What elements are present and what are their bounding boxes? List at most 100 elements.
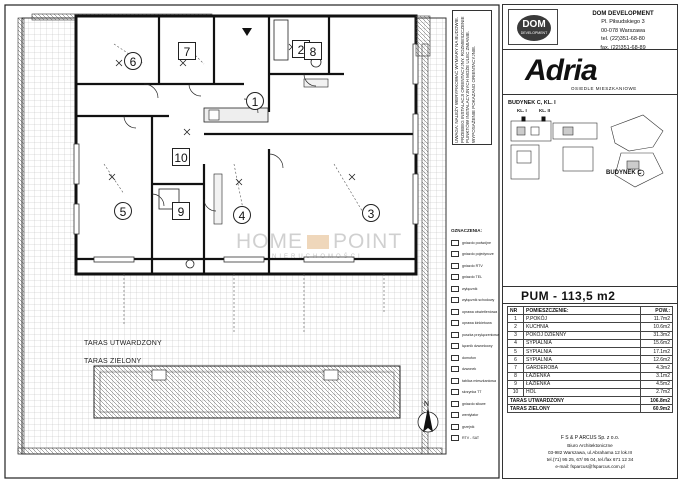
room-name: KUCHNIA: [523, 322, 641, 332]
legend-item: tablica mieszkaniowa: [451, 375, 505, 387]
upper-balcony: [415, 15, 431, 57]
architect-name: F S & P ARCUS Sp. z o.o.: [560, 435, 620, 441]
legend-title: OZNACZENIA:: [451, 228, 482, 233]
architect-tel: tel.(71) 95 25, 67/ 95 04, tel./fax 671 …: [546, 457, 634, 462]
terrace-area: 106.8m2: [640, 396, 673, 406]
kitchen-sink: [208, 109, 220, 121]
developer-tel: tel. (22)351-68-80: [601, 36, 645, 43]
architect-address: 03-982 Warszawa, ul.Abrahama 12 lok.III: [547, 450, 633, 455]
project-name: Adria: [525, 54, 598, 87]
legend-symbol-icon: [451, 308, 459, 315]
room-marker-10: 10: [172, 148, 190, 166]
logo-text: DOM: [522, 19, 546, 30]
legend-text: grzejnik: [462, 424, 475, 429]
parapet-left: [17, 17, 25, 455]
room-marker-3: 3: [362, 204, 380, 222]
notes-strip: UWAGA: NALEŻY WERYFIKOWAĆ WYMIARY NA BUD…: [452, 10, 492, 145]
legend-text: puszka przyłączeniowa: [462, 332, 499, 337]
legend-symbol-icon: [451, 435, 459, 442]
legend-text: gniazdo RTV: [462, 263, 483, 268]
legend-text: gniazdo siłowe: [462, 401, 486, 406]
legend-symbol-icon: [451, 285, 459, 292]
wc-bowl-2: [185, 259, 195, 269]
room-nr: 7: [507, 363, 524, 373]
architect-email: e-mail: fsparcus@fsparcus.com.pl: [555, 464, 625, 469]
legend-item: wentylator: [451, 410, 505, 422]
sheet-frame: [4, 4, 500, 479]
room-area: 3.1m2: [640, 371, 673, 381]
room-name: SYPIALNIA: [523, 338, 641, 348]
header-room: POMIESZCZENIE:: [523, 305, 641, 316]
watermark-subtitle: NIERUCHOMOŚCI: [272, 254, 363, 260]
room-nr: 1: [507, 314, 524, 324]
legend-text: oprawa kinkietowa: [462, 321, 492, 326]
terrace-area: 60.9m2: [640, 404, 673, 414]
entrance-arrow: [242, 28, 252, 36]
room-nr: 4: [507, 338, 524, 348]
legend-symbol-icon: [451, 251, 459, 258]
room-name: P.POKÓJ: [523, 314, 641, 324]
legend-symbol-icon: [451, 274, 459, 281]
kitchen-counter: [203, 107, 269, 123]
legend-item: puszka przyłączeniowa: [451, 329, 505, 341]
header-nr: NR: [507, 305, 524, 316]
legend-symbol-icon: [451, 239, 459, 246]
terrace-name: TARAS UTWARDZONY: [507, 396, 641, 406]
legend-symbol-icon: [451, 423, 459, 430]
room-marker-5: 5: [114, 202, 132, 220]
room-marker-1: 1: [246, 92, 264, 110]
staircase-label-1: KL. I: [517, 108, 527, 113]
building-title: BUDYNEK C, KL. I: [508, 100, 556, 106]
header-area: POW.:: [640, 305, 673, 316]
legend-symbol-icon: [451, 389, 459, 396]
legend-item: łącznik dzwonkowy: [451, 341, 505, 353]
legend-text: wyłącznik schodowy: [462, 298, 495, 303]
room-marker-4: 4: [233, 206, 251, 224]
room-area: 31.3m2: [640, 330, 673, 340]
legend-item: domofon: [451, 352, 505, 364]
legend-item: dzwonek: [451, 364, 505, 376]
developer-address-2: 00-078 Warszawa: [600, 27, 646, 34]
room-area: 4.3m2: [640, 363, 673, 373]
legend-symbol-icon: [451, 412, 459, 419]
legend-text: gniazdo pojedyncze: [462, 252, 494, 257]
developer-info: DOM DEVELOPMENT Pl. Piłsudskiego 3 00-07…: [571, 10, 675, 52]
legend-text: skrzynka TT: [462, 390, 482, 395]
room-nr: 6: [507, 355, 524, 365]
notes-text: UWAGA: NALEŻY WERYFIKOWAĆ WYMIARY NA BUD…: [454, 16, 476, 143]
legend-item: RTV - SAT: [451, 433, 505, 445]
room-nr: 5: [507, 346, 524, 357]
wardrobe-2: [303, 78, 329, 88]
building-c-label: BUDYNEK C: [606, 170, 642, 176]
architect-desc: Biuro Architektoniczne: [567, 443, 613, 448]
site-plan-key: [510, 114, 664, 188]
room-marker-6: 6: [124, 52, 142, 70]
room-name: POKÓJ DZIENNY: [523, 330, 641, 340]
room-marker-7: 7: [178, 42, 196, 60]
room-name: SYPIALNIA: [523, 355, 641, 365]
legend-text: RTV - SAT: [462, 436, 480, 441]
developer-fax: fax. (22)351-68-89: [600, 44, 646, 51]
room-name: GARDEROBA: [523, 363, 641, 373]
room-area: 4.5m2: [640, 379, 673, 389]
parapet-bottom: [17, 447, 443, 455]
light-fixtures: [108, 43, 356, 186]
legend-item: gniazdo RTV: [451, 260, 505, 272]
terrace-green-label: TARAS ZIELONY: [84, 358, 142, 365]
room-area: 15.6m2: [640, 338, 673, 348]
room-marker-8: 8: [304, 42, 322, 60]
legend-symbol-icon: [451, 331, 459, 338]
